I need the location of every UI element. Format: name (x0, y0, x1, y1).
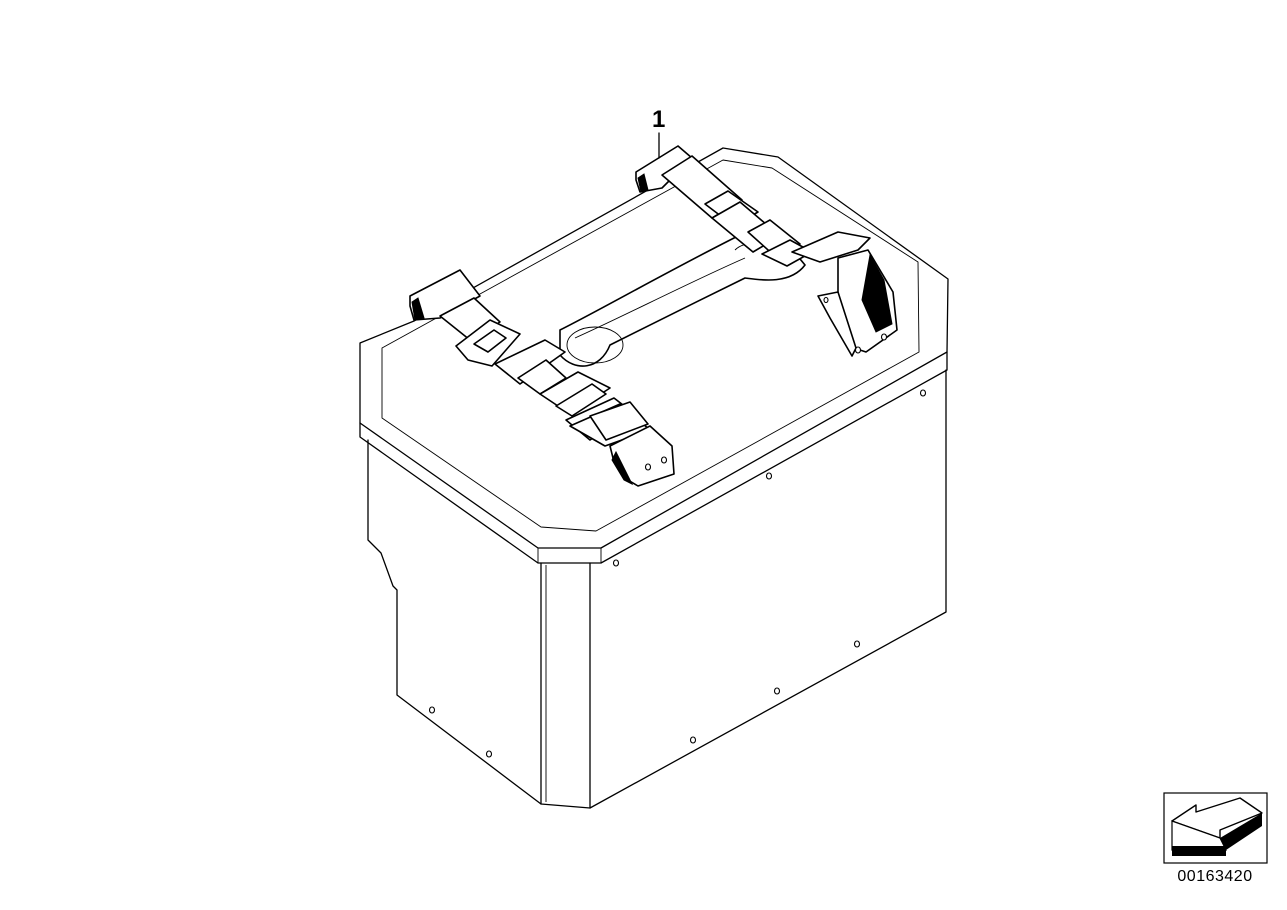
case-body (359, 147, 949, 809)
diagram-number: 00163420 (1177, 868, 1253, 885)
strap-front (409, 269, 675, 487)
strap-rear (635, 145, 898, 357)
callout-number: 1 (652, 106, 666, 133)
direction-arrow-icon (1163, 792, 1268, 864)
